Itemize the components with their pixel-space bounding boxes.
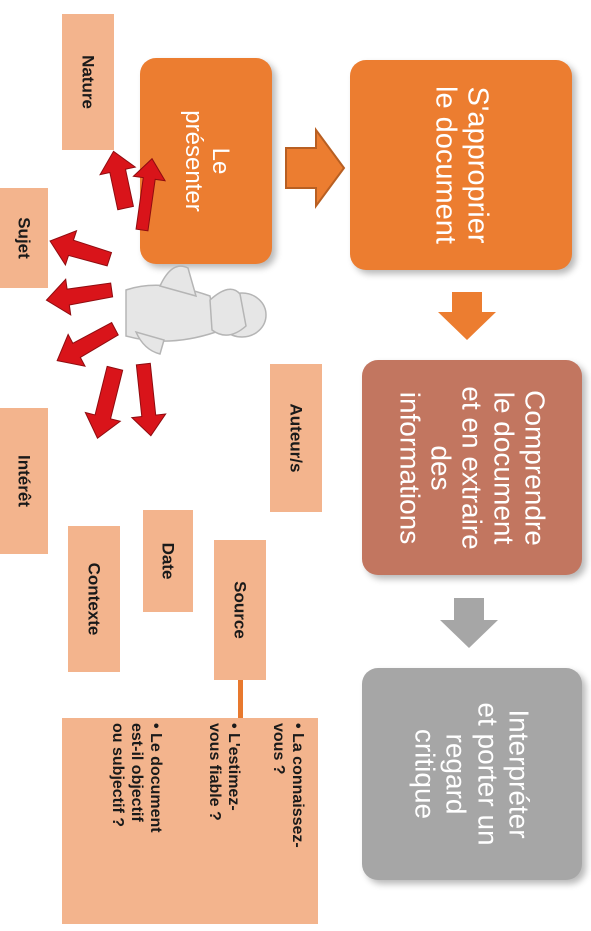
tag-source: Source <box>214 540 266 680</box>
tag-contexte: Contexte <box>68 526 120 672</box>
tag-nature: Nature <box>62 14 114 150</box>
question-reliable-known: • La connaissez- vous ? <box>270 723 307 848</box>
arrow-down-grey <box>440 598 498 648</box>
step-interpret-box: Interpréter et porter un regard critique <box>362 668 582 880</box>
questions-box: • La connaissez- vous ? • L'estimez- vou… <box>62 718 318 924</box>
source-connector <box>238 680 243 720</box>
tag-nature-label: Nature <box>78 55 98 109</box>
tag-interet-label: Intérêt <box>14 455 34 507</box>
step-appropriate-label: S'approprier le document <box>429 86 494 244</box>
tag-source-label: Source <box>230 581 250 639</box>
step-understand-box: Comprendre le document et en extraire de… <box>362 360 582 575</box>
tag-contexte-label: Contexte <box>84 562 104 636</box>
arrow-right-outline <box>284 126 346 210</box>
step-understand-label: Comprendre le document et en extraire de… <box>393 385 551 550</box>
step-interpret-label: Interpréter et porter un regard critique <box>409 702 535 846</box>
tag-sujet-label: Sujet <box>14 217 34 259</box>
present-box: Le présenter <box>140 58 272 264</box>
tag-date-label: Date <box>158 542 178 580</box>
question-objective: • Le document est-il objectif ou subject… <box>108 723 164 833</box>
tag-date: Date <box>143 510 193 612</box>
radiating-arrows-figure <box>40 150 300 480</box>
tag-sujet: Sujet <box>0 188 48 288</box>
tag-interet: Intérêt <box>0 408 48 554</box>
arrow-down-orange <box>438 292 496 340</box>
step-appropriate-box: S'approprier le document <box>350 60 572 270</box>
tag-auteurs: Auteur/s <box>270 364 322 512</box>
question-reliable: • L'estimez- vous fiable ? <box>206 723 243 821</box>
